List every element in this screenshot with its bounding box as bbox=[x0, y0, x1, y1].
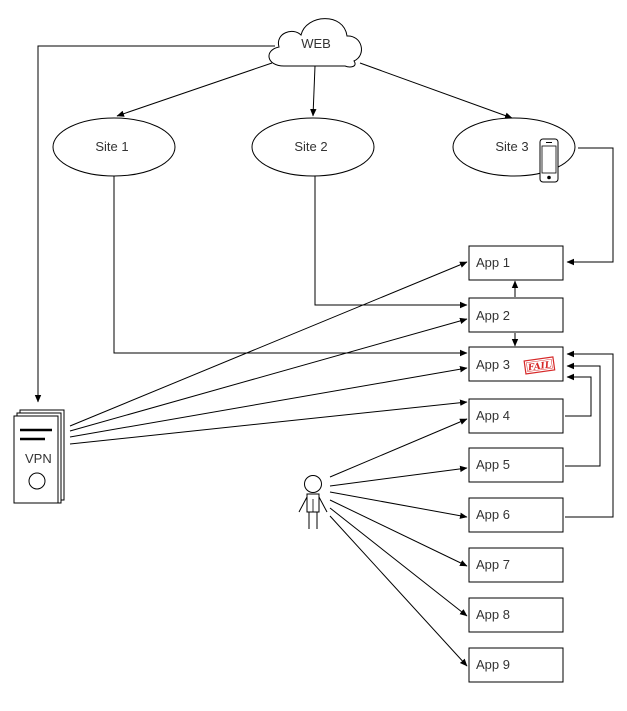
cloud-icon bbox=[268, 18, 362, 68]
web-label: WEB bbox=[301, 36, 331, 51]
app-6-label: App 6 bbox=[476, 507, 510, 522]
edge-web-site1 bbox=[116, 62, 273, 117]
site-2-label: Site 2 bbox=[294, 139, 327, 154]
edge-web-site2 bbox=[310, 65, 317, 117]
connectors bbox=[34, 45, 614, 667]
app-8-label: App 8 bbox=[476, 607, 510, 622]
app-6: App 6 bbox=[468, 497, 564, 533]
vpn-node: VPN bbox=[13, 409, 65, 504]
site-3-label: Site 3 bbox=[495, 139, 528, 154]
edge-app5-app3 bbox=[565, 362, 601, 467]
edge-web-vpn bbox=[34, 45, 275, 403]
app-4: App 4 bbox=[468, 398, 564, 434]
app-1-label: App 1 bbox=[476, 255, 510, 270]
edge-user-app5 bbox=[329, 465, 468, 487]
app-2-label: App 2 bbox=[476, 308, 510, 323]
edge-user-app6 bbox=[329, 491, 468, 519]
edge-site1-app3 bbox=[113, 176, 468, 357]
edge-vpn-app1 bbox=[69, 261, 468, 427]
edge-user-app8 bbox=[329, 507, 468, 617]
app-9-label: App 9 bbox=[476, 657, 510, 672]
app-7-label: App 7 bbox=[476, 557, 510, 572]
vpn-label: VPN bbox=[25, 451, 52, 466]
app-9: App 9 bbox=[468, 647, 564, 683]
edge-vpn-app4 bbox=[69, 399, 468, 445]
site-1-label: Site 1 bbox=[95, 139, 128, 154]
user-icon bbox=[298, 475, 328, 529]
fail-badge: FAIL bbox=[526, 360, 552, 373]
edge-site2-app2 bbox=[314, 176, 468, 309]
site-1: Site 1 bbox=[52, 117, 176, 177]
fail-stamp-icon: FAIL bbox=[523, 356, 556, 375]
site-2: Site 2 bbox=[251, 117, 375, 177]
edge-site3-app1 bbox=[566, 147, 614, 266]
app-1: App 1 bbox=[468, 245, 564, 281]
edge-user-app9 bbox=[329, 515, 468, 667]
app-4-label: App 4 bbox=[476, 408, 510, 423]
edge-app4-app3 bbox=[565, 373, 592, 417]
app-5: App 5 bbox=[468, 447, 564, 483]
edge-user-app4 bbox=[329, 418, 468, 478]
mobile-phone-icon bbox=[539, 138, 559, 183]
app-3: App 3 FAIL bbox=[468, 346, 564, 382]
edge-app6-app3 bbox=[565, 350, 614, 518]
edge-user-app7 bbox=[329, 499, 468, 567]
app-8: App 8 bbox=[468, 597, 564, 633]
site-3: Site 3 bbox=[452, 117, 576, 183]
app-2: App 2 bbox=[468, 297, 564, 333]
app-5-label: App 5 bbox=[476, 457, 510, 472]
app-3-label: App 3 bbox=[476, 357, 510, 372]
server-icon bbox=[13, 409, 65, 504]
edge-vpn-app3 bbox=[69, 366, 468, 438]
web-node: WEB bbox=[268, 18, 362, 68]
app-7: App 7 bbox=[468, 547, 564, 583]
edge-vpn-app2 bbox=[69, 317, 468, 432]
edge-web-site3 bbox=[359, 62, 513, 119]
